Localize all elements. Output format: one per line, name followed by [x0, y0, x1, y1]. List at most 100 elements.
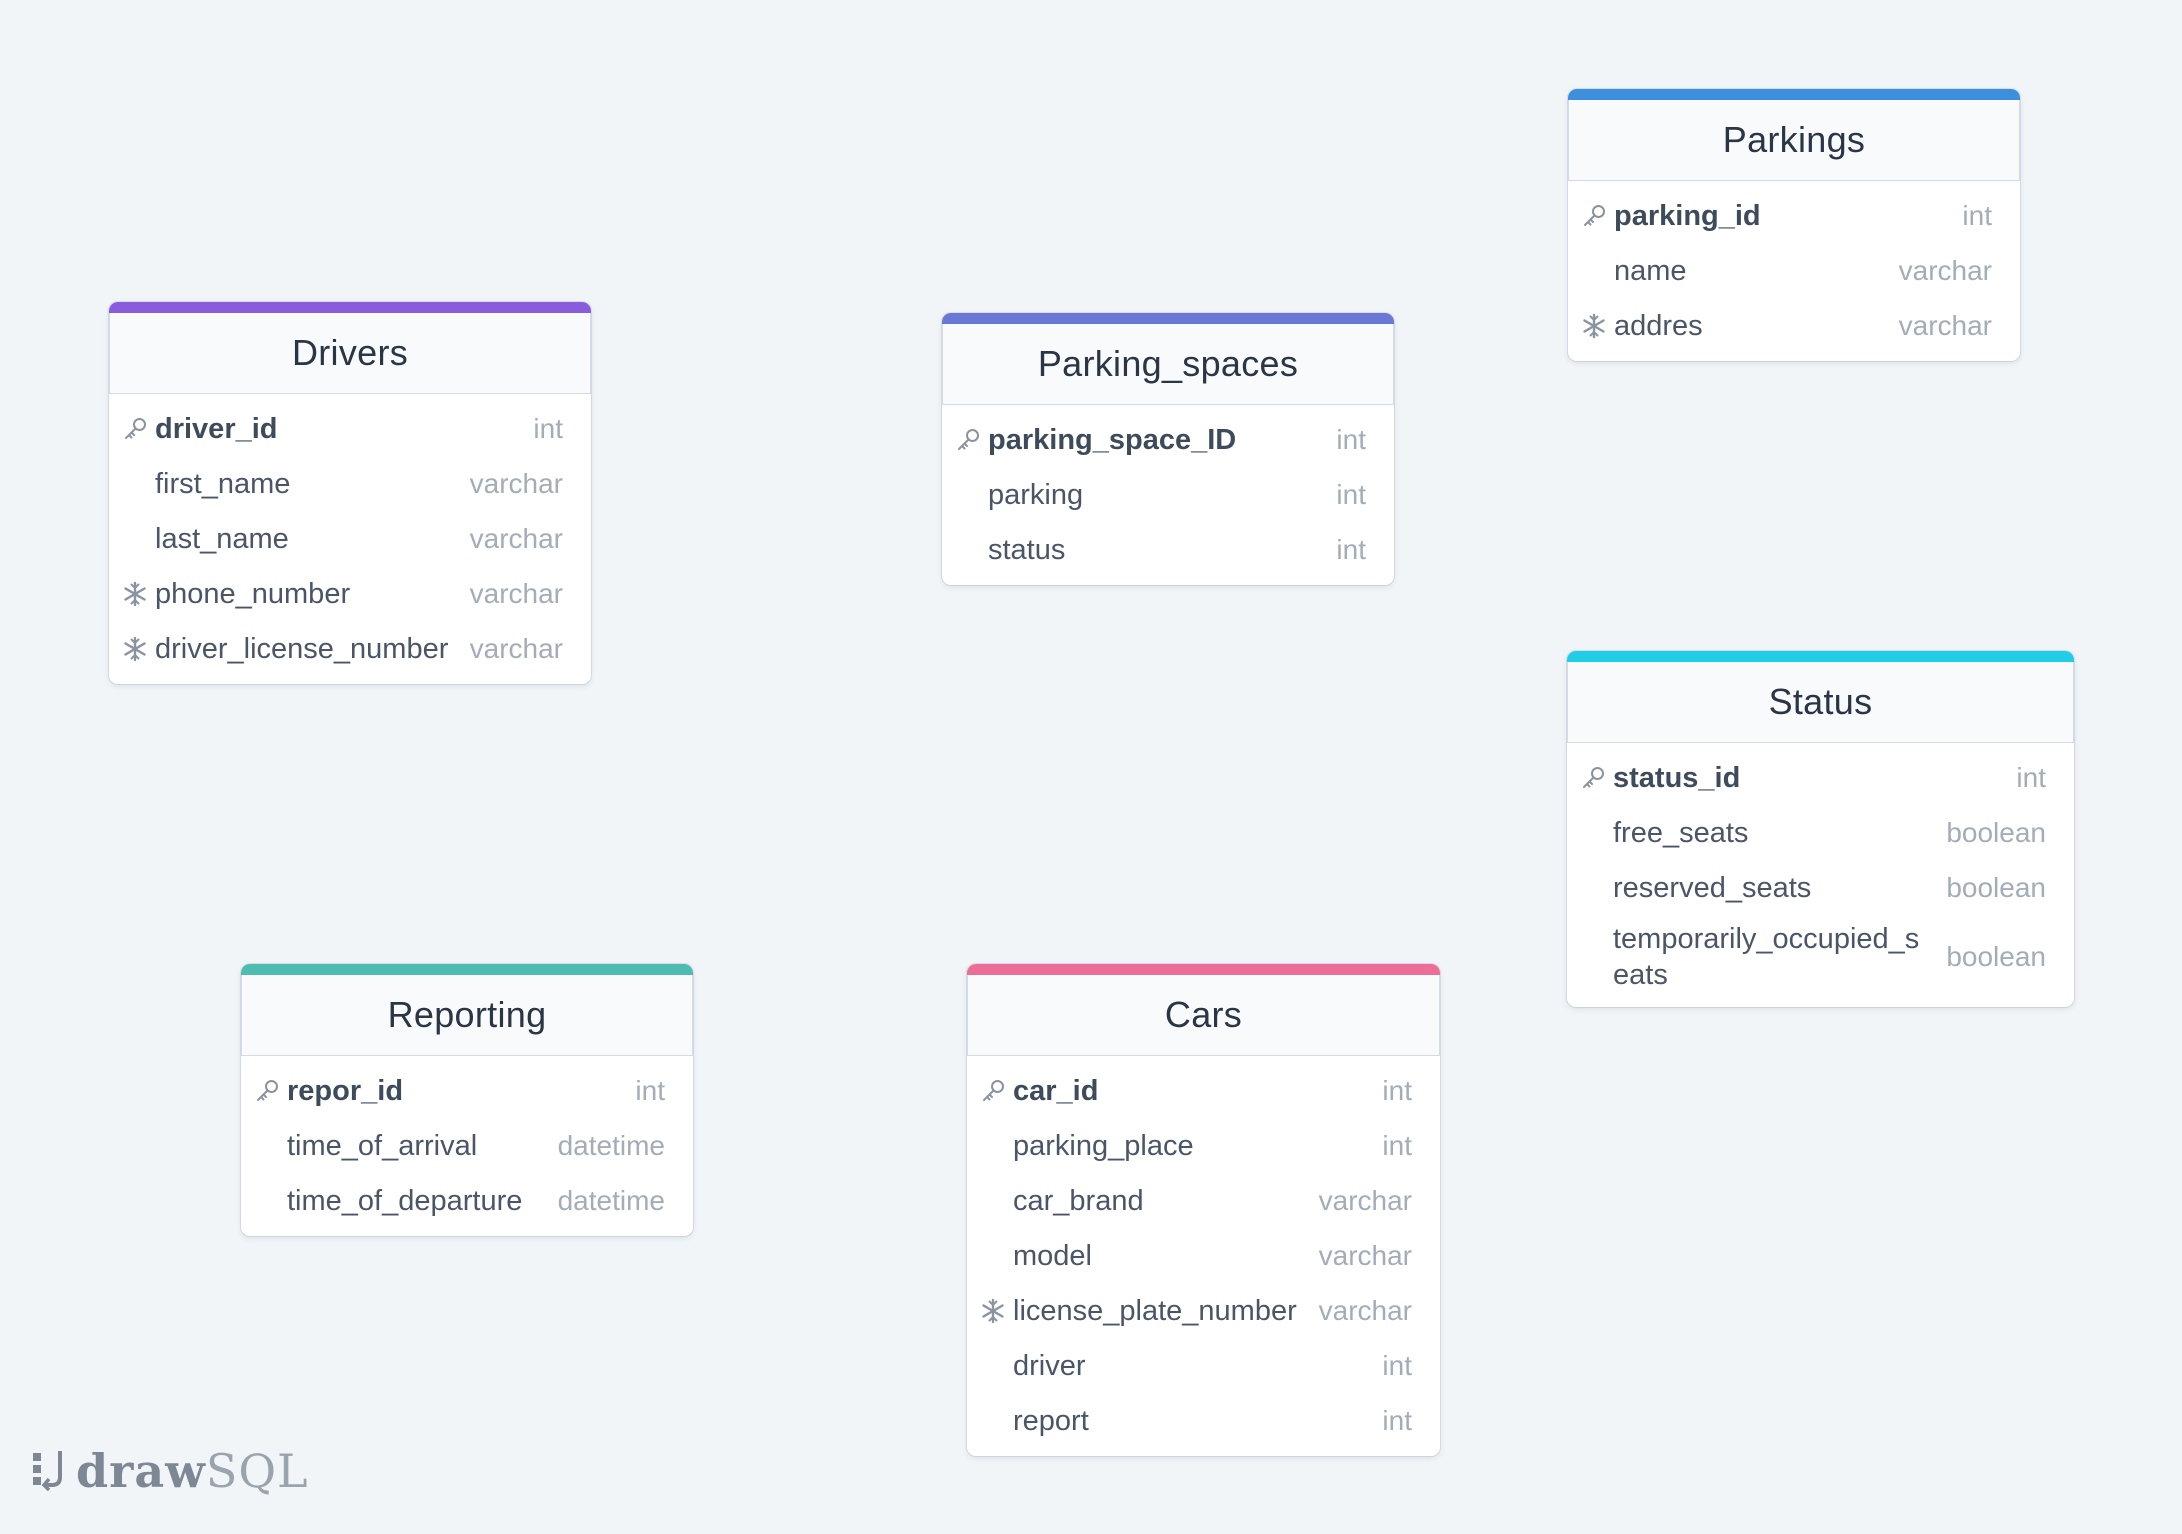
column-row[interactable]: addres varchar	[1568, 298, 2020, 353]
column-type: int	[2016, 761, 2046, 793]
column-name-line: temporarily_occupied_s	[1613, 923, 1920, 955]
column-name: driver_id	[155, 412, 278, 445]
column-row[interactable]: time_of_departure datetime	[241, 1173, 693, 1228]
table-drivers[interactable]: Drivers driver_id int first_name varchar…	[109, 302, 591, 684]
column-name: model	[1013, 1239, 1092, 1272]
column-list: parking_space_ID int parking int status …	[942, 405, 1394, 585]
column-type: int	[1336, 533, 1366, 565]
column-type: boolean	[1946, 816, 2046, 848]
column-row[interactable]: status int	[942, 522, 1394, 577]
column-type: int	[1962, 199, 1992, 231]
column-row[interactable]: parking_place int	[967, 1118, 1440, 1173]
column-type: int	[1336, 423, 1366, 455]
table-title[interactable]: Cars	[967, 975, 1440, 1056]
column-type: varchar	[469, 632, 563, 664]
table-title[interactable]: Drivers	[109, 313, 591, 394]
column-row[interactable]: driver int	[967, 1338, 1440, 1393]
column-name: time_of_arrival	[287, 1129, 478, 1162]
table-cars[interactable]: Cars car_id int parking_place int car_br…	[967, 964, 1440, 1456]
column-name-line: eats	[1613, 959, 1668, 991]
column-name: first_name	[155, 467, 291, 500]
table-title[interactable]: Reporting	[241, 975, 693, 1056]
column-row[interactable]: first_name varchar	[109, 456, 591, 511]
table-status[interactable]: Status status_id int free_seats boolean …	[1567, 651, 2074, 1007]
column-name: name	[1614, 254, 1687, 287]
column-list: status_id int free_seats boolean reserve…	[1567, 743, 2074, 1007]
snowflake-icon	[121, 580, 149, 608]
key-icon	[253, 1077, 281, 1105]
column-name: status	[988, 533, 1066, 566]
table-reporting[interactable]: Reporting repor_id int time_of_arrival d…	[241, 964, 693, 1236]
column-type: int	[1382, 1074, 1412, 1106]
column-name: license_plate_number	[1013, 1294, 1297, 1327]
key-icon	[1579, 764, 1607, 792]
table-color-bar	[942, 313, 1394, 324]
column-type: boolean	[1946, 941, 2046, 972]
column-row[interactable]: repor_id int	[241, 1063, 693, 1118]
column-name: last_name	[155, 522, 289, 555]
column-row[interactable]: free_seats boolean	[1567, 805, 2074, 860]
column-name: driver	[1013, 1349, 1086, 1382]
column-type: int	[1336, 478, 1366, 510]
column-type: varchar	[469, 577, 563, 609]
column-list: repor_id int time_of_arrival datetime ti…	[241, 1056, 693, 1236]
column-type: varchar	[1898, 309, 1992, 341]
column-row[interactable]: model varchar	[967, 1228, 1440, 1283]
key-icon	[954, 426, 982, 454]
table-color-bar	[1568, 89, 2020, 100]
column-list: car_id int parking_place int car_brand v…	[967, 1056, 1440, 1456]
column-name: repor_id	[287, 1074, 404, 1107]
snowflake-icon	[121, 635, 149, 663]
column-type: varchar	[1898, 254, 1992, 286]
table-title[interactable]: Parking_spaces	[942, 324, 1394, 405]
drawsql-logo-icon	[30, 1447, 70, 1496]
column-row[interactable]: parking_space_ID int	[942, 412, 1394, 467]
column-type: int	[635, 1074, 665, 1106]
column-row[interactable]: license_plate_number varchar	[967, 1283, 1440, 1338]
column-type: varchar	[1318, 1294, 1412, 1326]
snowflake-icon	[1580, 312, 1608, 340]
table-parkings[interactable]: Parkings parking_id int name varchar add…	[1568, 89, 2020, 361]
column-row[interactable]: car_id int	[967, 1063, 1440, 1118]
column-type: int	[1382, 1404, 1412, 1436]
column-row[interactable]: driver_id int	[109, 401, 591, 456]
table-title[interactable]: Parkings	[1568, 100, 2020, 181]
table-color-bar	[967, 964, 1440, 975]
table-color-bar	[241, 964, 693, 975]
column-name: free_seats	[1613, 816, 1749, 849]
column-name: driver_license_number	[155, 632, 449, 665]
column-row[interactable]: car_brand varchar	[967, 1173, 1440, 1228]
column-row[interactable]: reserved_seats boolean	[1567, 860, 2074, 915]
column-row[interactable]: parking int	[942, 467, 1394, 522]
column-name: status_id	[1613, 761, 1741, 794]
column-row[interactable]: last_name varchar	[109, 511, 591, 566]
column-name: parking_space_ID	[988, 423, 1237, 456]
logo-text-draw: draw	[76, 1444, 206, 1498]
column-type: varchar	[1318, 1239, 1412, 1271]
column-type: boolean	[1946, 871, 2046, 903]
drawsql-logo: drawSQL	[30, 1444, 309, 1498]
column-row[interactable]: time_of_arrival datetime	[241, 1118, 693, 1173]
column-name: addres	[1614, 309, 1703, 342]
table-parking-spaces[interactable]: Parking_spaces parking_space_ID int park…	[942, 313, 1394, 585]
column-type: datetime	[557, 1129, 665, 1161]
column-name: time_of_departure	[287, 1184, 523, 1217]
table-title[interactable]: Status	[1567, 662, 2074, 743]
column-type: varchar	[1318, 1184, 1412, 1216]
column-row[interactable]: parking_id int	[1568, 188, 2020, 243]
column-row[interactable]: report int	[967, 1393, 1440, 1448]
column-type: varchar	[469, 467, 563, 499]
column-name: reserved_seats	[1613, 871, 1812, 904]
column-name: parking	[988, 478, 1084, 511]
column-name: car_brand	[1013, 1184, 1144, 1217]
key-icon	[979, 1077, 1007, 1105]
column-type: varchar	[469, 522, 563, 554]
column-row[interactable]: driver_license_number varchar	[109, 621, 591, 676]
column-row[interactable]: name varchar	[1568, 243, 2020, 298]
table-color-bar	[109, 302, 591, 313]
column-row[interactable]: status_id int	[1567, 750, 2074, 805]
column-name: report	[1013, 1404, 1089, 1437]
column-row[interactable]: phone_number varchar	[109, 566, 591, 621]
